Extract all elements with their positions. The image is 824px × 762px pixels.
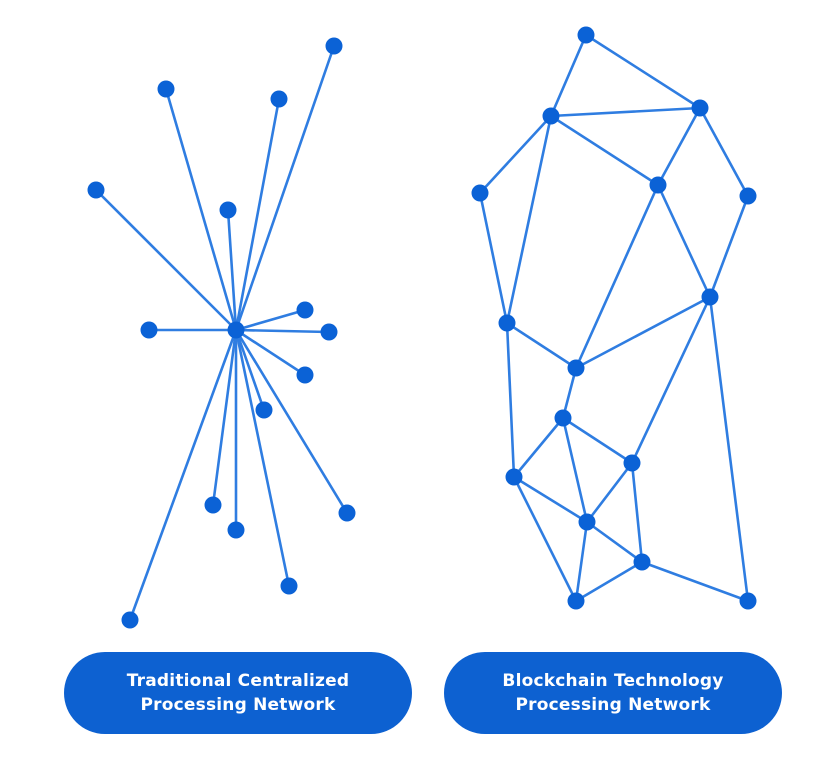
centralized-edge xyxy=(234,328,266,412)
centralized-node xyxy=(87,181,105,199)
blockchain-edge xyxy=(512,475,589,524)
centralized-node xyxy=(338,504,356,522)
blockchain-edge xyxy=(561,416,589,524)
centralized-edge xyxy=(234,328,291,588)
blockchain-edge xyxy=(505,321,516,479)
blockchain-edge xyxy=(584,33,702,110)
blockchain-edge xyxy=(505,114,553,325)
blockchain-node xyxy=(578,513,596,531)
centralized-edge xyxy=(234,44,336,332)
centralized-network-label: Traditional Centralized Processing Netwo… xyxy=(64,652,412,734)
blockchain-node xyxy=(505,468,523,486)
centralized-edge xyxy=(234,308,307,332)
blockchain-edge xyxy=(630,461,644,564)
centralized-node xyxy=(270,90,288,108)
blockchain-edge xyxy=(585,520,644,564)
blockchain-edge xyxy=(708,194,750,299)
blockchain-node xyxy=(739,592,757,610)
blockchain-node xyxy=(567,359,585,377)
blockchain-edge xyxy=(656,106,702,187)
blockchain-edge xyxy=(708,295,750,603)
blockchain-node xyxy=(633,553,651,571)
centralized-node xyxy=(121,611,139,629)
centralized-node xyxy=(157,80,175,98)
centralized-node xyxy=(320,323,338,341)
centralized-node xyxy=(204,496,222,514)
blockchain-edge xyxy=(574,183,660,370)
blockchain-node xyxy=(649,176,667,194)
centralized-edge xyxy=(234,97,281,332)
blockchain-edge xyxy=(549,33,588,118)
blockchain-edge xyxy=(549,114,660,187)
blockchain-edge xyxy=(630,295,712,465)
blockchain-node xyxy=(577,26,595,44)
blockchain-node xyxy=(498,314,516,332)
centralized-edge xyxy=(234,328,331,334)
blockchain-edge xyxy=(561,366,578,420)
blockchain-edge xyxy=(561,416,634,465)
centralized-node xyxy=(219,201,237,219)
centralized-node xyxy=(280,577,298,595)
blockchain-node xyxy=(542,107,560,125)
centralized-edge xyxy=(226,208,238,332)
centralized-label-line1: Traditional Centralized xyxy=(126,671,350,691)
centralized-node xyxy=(296,366,314,384)
centralized-node xyxy=(325,37,343,55)
centralized-node xyxy=(227,521,245,539)
centralized-edge xyxy=(234,328,307,377)
blockchain-edge xyxy=(585,461,634,524)
blockchain-edge xyxy=(574,520,589,603)
blockchain-edge xyxy=(574,560,644,603)
centralized-edge xyxy=(234,328,349,515)
centralized-edge xyxy=(211,328,238,507)
centralized-node xyxy=(140,321,158,339)
blockchain-node xyxy=(567,592,585,610)
centralized-label-line2: Processing Network xyxy=(140,695,336,715)
blockchain-network xyxy=(471,26,757,610)
blockchain-edge xyxy=(574,295,712,370)
centralized-edge xyxy=(128,328,238,622)
blockchain-label-line2: Processing Network xyxy=(515,695,711,715)
blockchain-node xyxy=(554,409,572,427)
centralized-edge xyxy=(164,87,238,332)
blockchain-edge xyxy=(698,106,750,198)
centralized-node xyxy=(296,301,314,319)
blockchain-edge xyxy=(549,106,702,118)
blockchain-node xyxy=(471,184,489,202)
blockchain-edge xyxy=(505,321,578,370)
blockchain-network-label: Blockchain Technology Processing Network xyxy=(444,652,782,734)
blockchain-node xyxy=(691,99,709,117)
centralized-edge xyxy=(94,188,238,332)
blockchain-edge xyxy=(640,560,750,603)
blockchain-edge xyxy=(512,475,578,603)
centralized-network xyxy=(87,37,356,629)
blockchain-edge xyxy=(656,183,712,299)
centralized-node xyxy=(227,321,245,339)
centralized-node xyxy=(255,401,273,419)
blockchain-edge xyxy=(512,416,565,479)
blockchain-label-line1: Blockchain Technology xyxy=(502,671,724,691)
blockchain-node xyxy=(623,454,641,472)
blockchain-node xyxy=(739,187,757,205)
blockchain-edge xyxy=(478,191,509,325)
blockchain-node xyxy=(701,288,719,306)
blockchain-edge xyxy=(478,114,553,195)
